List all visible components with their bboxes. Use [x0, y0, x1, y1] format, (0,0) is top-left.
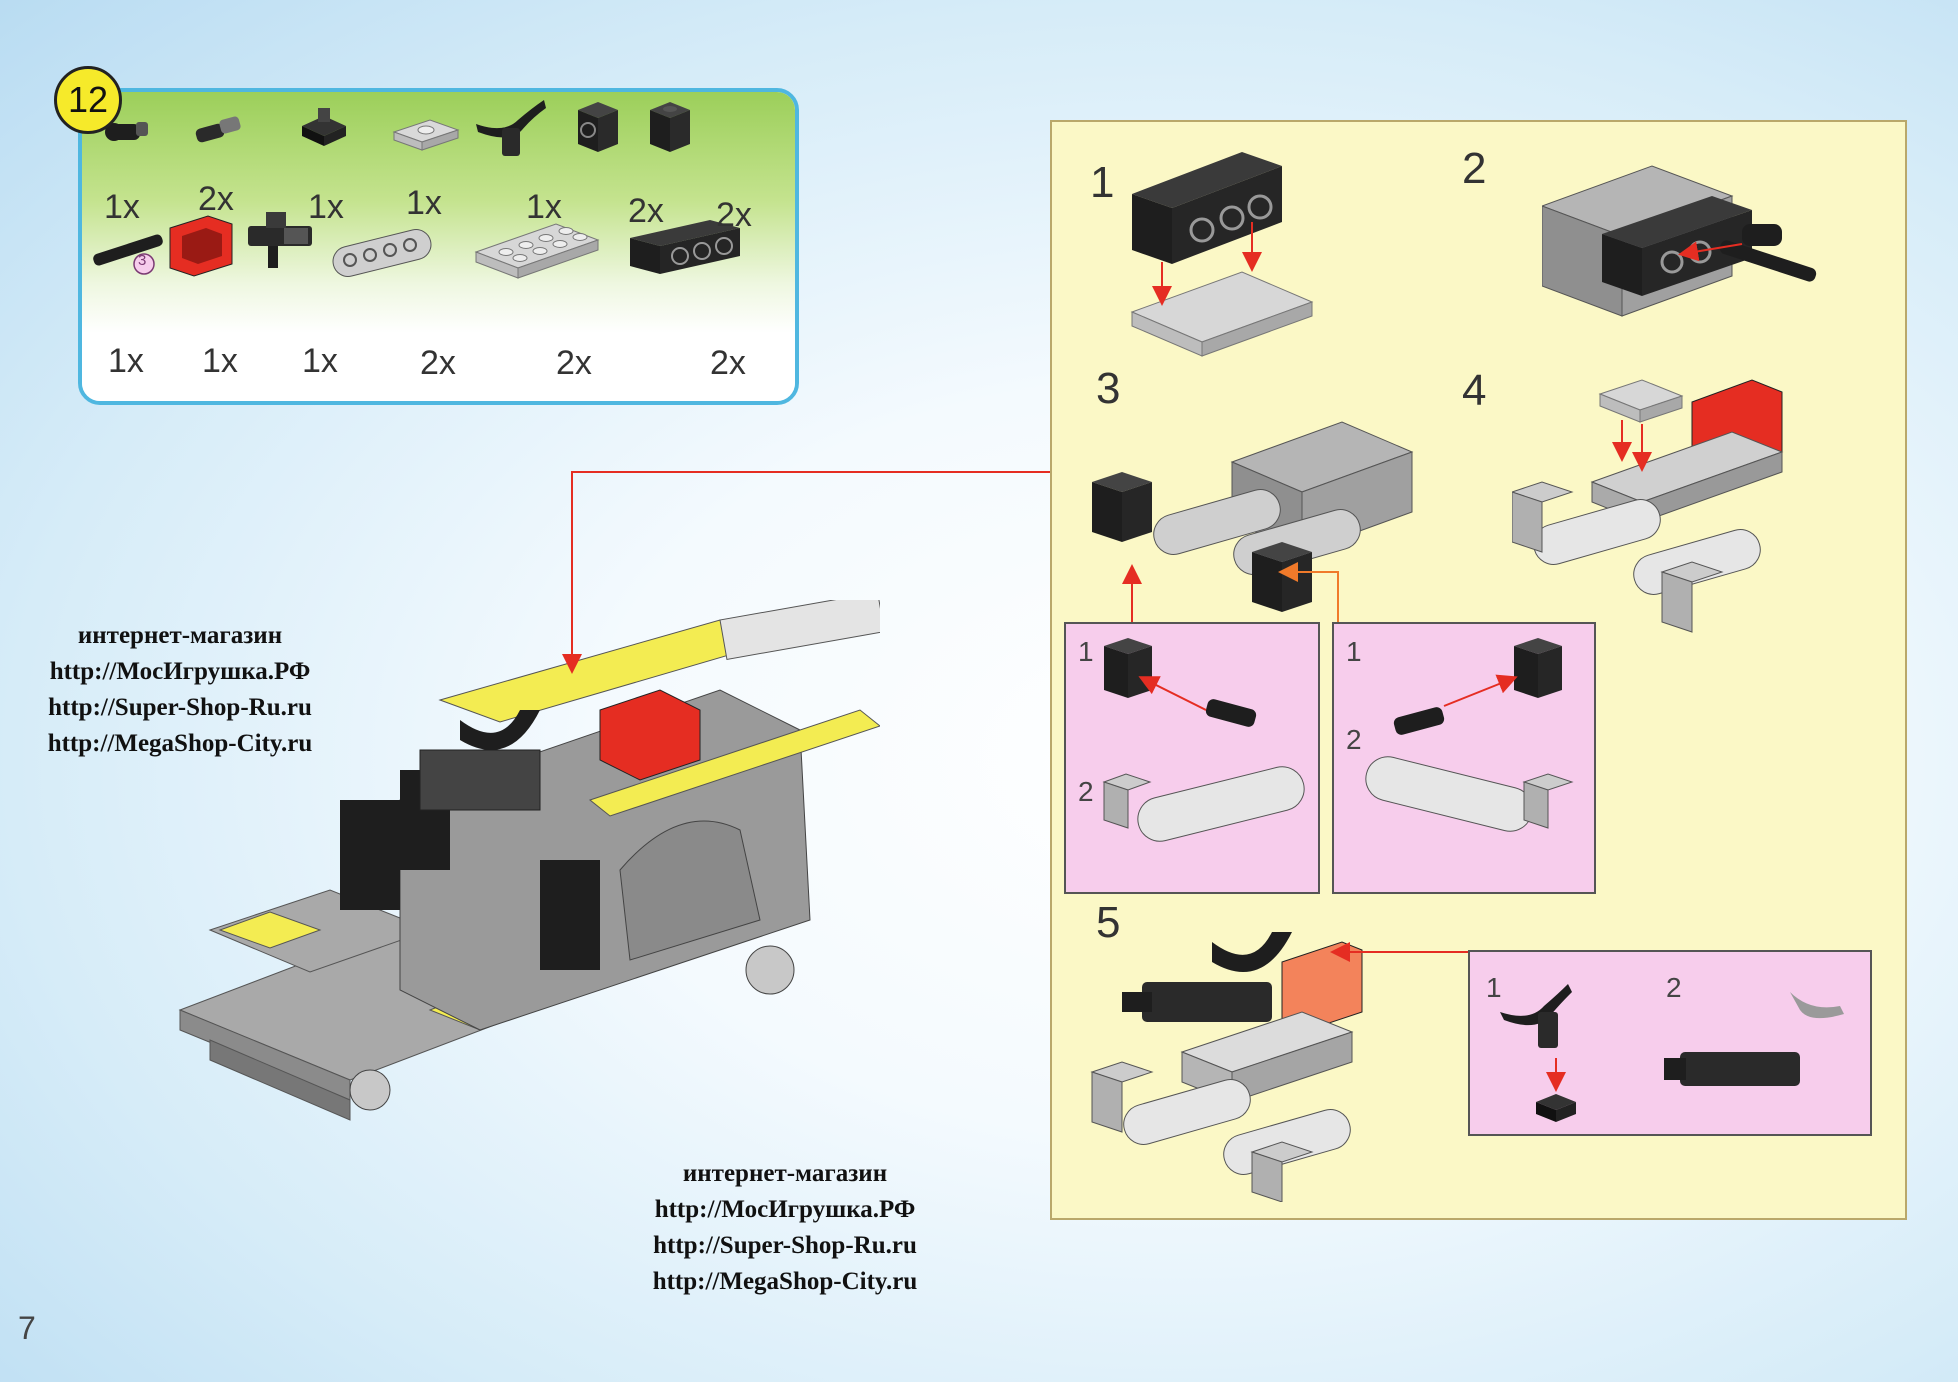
- parts-list-panel: 3 1x 2x 1x 1x 1x 2x 2x 1x 1x 1x 2x 2x 2x: [78, 88, 799, 405]
- shop-label: интернет-магазин: [77, 622, 283, 649]
- clip-plate-icon: [302, 108, 346, 146]
- assembly-steps-panel: 1 2 3 4 5: [1050, 120, 1907, 1220]
- part-qty: 1x: [104, 188, 140, 226]
- shop-link[interactable]: http://MegaShop-City.ru: [47, 730, 313, 757]
- technic-brick-1x1-icon: [578, 102, 618, 152]
- step-2-illustration: [1542, 165, 1817, 317]
- sub-step-label: 1: [1486, 972, 1502, 1003]
- liftarm-icon: [332, 229, 432, 277]
- part-qty: 2x: [710, 344, 746, 382]
- brick-1x1-icon: [650, 102, 690, 152]
- part-qty: 2x: [716, 196, 752, 234]
- sub-step-label: 1: [1346, 636, 1362, 667]
- sub-step-label: 1: [1078, 636, 1094, 667]
- step-label: 2: [1462, 144, 1487, 193]
- jumper-plate-icon: [392, 119, 460, 151]
- axle-length-label: 3: [138, 252, 147, 269]
- shop-link[interactable]: http://Super-Shop-Ru.ru: [653, 1232, 917, 1259]
- sub-step-label: 2: [1078, 776, 1094, 807]
- shop-label: интернет-магазин: [682, 1160, 888, 1187]
- sub-step-label: 2: [1346, 724, 1362, 755]
- shop-info-left: интернет-магазин http://МосИгрушка.РФ ht…: [0, 618, 360, 762]
- parts-illustrations: [93, 100, 740, 279]
- part-qty: 2x: [198, 180, 234, 218]
- axle-pin-icon: [195, 116, 241, 143]
- step-5-illustration: [1090, 932, 1363, 1202]
- part-qty: 1x: [108, 342, 144, 380]
- step-label: 5: [1096, 898, 1121, 947]
- step-3-illustration: [1092, 421, 1414, 612]
- steering-wheel-icon: [476, 100, 546, 156]
- pin-connector-icon: [105, 122, 148, 141]
- technic-brick-1x4-icon: [630, 220, 740, 274]
- shop-link[interactable]: http://МосИгрушка.РФ: [49, 658, 311, 685]
- part-qty: 1x: [308, 188, 344, 226]
- part-qty: 1x: [302, 342, 338, 380]
- step-label: 4: [1462, 366, 1487, 415]
- callout-connector: [562, 471, 1052, 674]
- part-qty: 2x: [420, 344, 456, 382]
- sub-step-panel-3a: 1 2: [1064, 622, 1320, 894]
- step-4-illustration: [1512, 379, 1784, 633]
- sub-step-panel-3b: 1 2: [1332, 622, 1596, 894]
- part-qty: 1x: [202, 342, 238, 380]
- sub-step-arrows: [1122, 562, 1339, 628]
- sub-step-label: 2: [1666, 972, 1682, 1003]
- step-1-illustration: [1130, 152, 1314, 357]
- windscreen-icon: [169, 215, 233, 277]
- shop-info-bottom: интернет-магазин http://МосИгрушка.РФ ht…: [600, 1156, 970, 1300]
- step-number-badge: 12: [54, 66, 122, 134]
- engine-block-icon: [248, 212, 312, 268]
- plate-2x4-icon: [474, 223, 600, 279]
- step-label: 3: [1096, 364, 1121, 413]
- part-qty: 2x: [556, 344, 592, 382]
- page-number: 7: [18, 1310, 36, 1346]
- assembled-vehicle-illustration: [178, 600, 880, 1121]
- step-label: 1: [1090, 158, 1115, 207]
- step-number: 12: [67, 79, 109, 120]
- part-qty: 2x: [628, 192, 664, 230]
- part-qty: 1x: [526, 188, 562, 226]
- shop-link[interactable]: http://Super-Shop-Ru.ru: [48, 694, 312, 721]
- shop-link[interactable]: http://МосИгрушка.РФ: [654, 1196, 916, 1223]
- shop-link[interactable]: http://MegaShop-City.ru: [652, 1268, 918, 1295]
- part-qty: 1x: [406, 184, 442, 222]
- sub-step-panel-5: 1 2: [1468, 950, 1872, 1136]
- axle-3-icon: [93, 234, 163, 266]
